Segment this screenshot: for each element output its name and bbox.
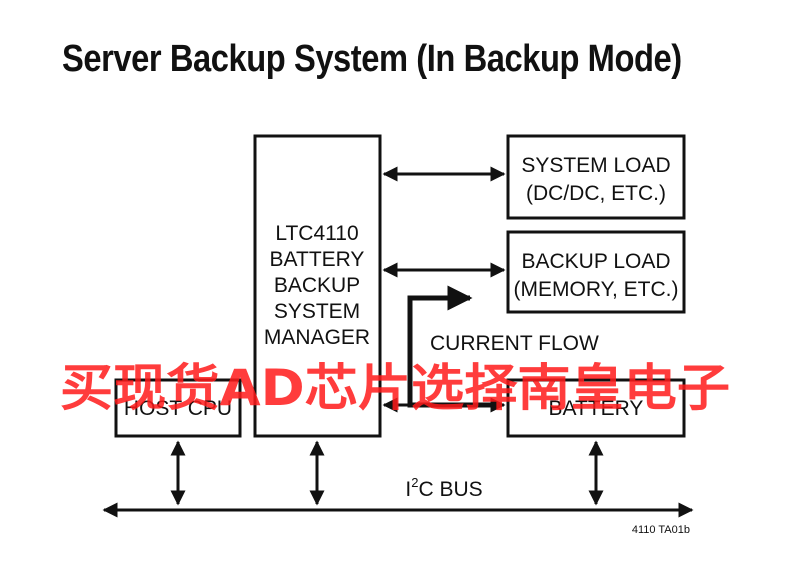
current-flow-label: CURRENT FLOW bbox=[430, 332, 599, 355]
figure-id: 4110 TA01b bbox=[632, 524, 690, 536]
battery-block bbox=[506, 378, 686, 438]
host-cpu-label: HOST CPU bbox=[124, 397, 232, 420]
diagram-title: Server Backup System (In Backup Mode) bbox=[62, 38, 682, 80]
manager-label-line-1: LTC4110 bbox=[275, 222, 358, 245]
backup-load-block bbox=[506, 230, 686, 314]
system-load-label: SYSTEM LOAD bbox=[521, 154, 670, 177]
manager-label-line-2: BATTERY bbox=[270, 248, 365, 271]
system-load-block bbox=[506, 134, 686, 220]
watermark-text: 买现货AD芯片选择南皇电子 bbox=[60, 359, 730, 417]
current-flow-arrow bbox=[407, 285, 498, 408]
host-cpu-block bbox=[114, 378, 242, 438]
system-load-sublabel: (DC/DC, ETC.) bbox=[526, 182, 666, 205]
battery-label: BATTERY bbox=[549, 397, 644, 420]
manager-label-line-5: MANAGER bbox=[264, 326, 370, 349]
backup-load-sublabel: (MEMORY, ETC.) bbox=[514, 278, 679, 301]
i2c-bus-label: I2C BUS bbox=[405, 475, 482, 501]
manager-label-line-4: SYSTEM bbox=[274, 300, 360, 323]
backup-load-label: BACKUP LOAD bbox=[522, 250, 671, 273]
manager-block bbox=[253, 134, 382, 438]
manager-label-line-3: BACKUP bbox=[274, 274, 360, 297]
